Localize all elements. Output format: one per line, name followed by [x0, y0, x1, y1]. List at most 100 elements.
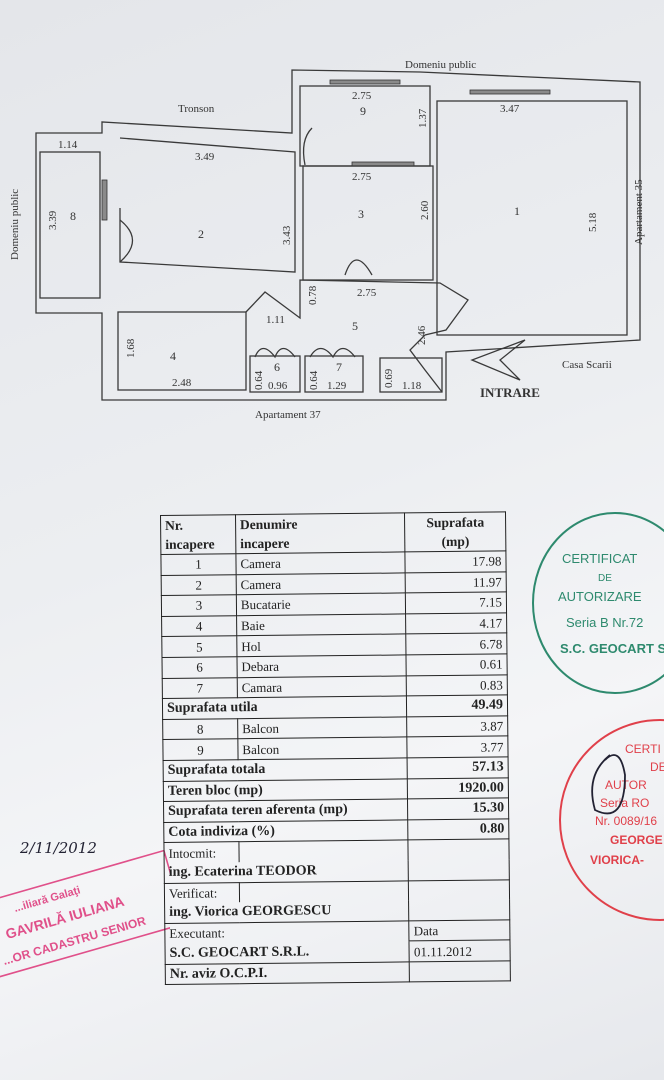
empty-cell: [408, 899, 510, 921]
dimension: 5.18: [587, 212, 599, 232]
room-number-cell: 7: [162, 677, 238, 699]
stamp-text: CERTIFICAT: [562, 551, 637, 566]
col-name-header-2: incapere: [240, 535, 290, 552]
door-arc: [254, 347, 296, 359]
stamp-text: S.C. GEOCART S: [560, 641, 664, 656]
room-3: [302, 165, 434, 281]
outer-wall: [35, 69, 641, 401]
room-area-cell: 6.78: [406, 633, 507, 655]
dimension: 3.49: [195, 151, 215, 163]
dimension: 2.60: [419, 200, 431, 220]
teren-aferenta-label: Suprafata teren aferenta (mp): [163, 799, 409, 823]
dimension: 1.37: [417, 108, 429, 128]
dimension: 3.47: [500, 103, 520, 115]
dimension: 1.29: [327, 380, 347, 392]
dimension: 0.78: [307, 285, 319, 305]
suprafata-utila-value: 49.49: [406, 695, 508, 717]
room-4: [117, 311, 247, 391]
dimension: 0.64: [253, 370, 265, 390]
dimension: 0.64: [308, 370, 320, 390]
red-authorization-stamp: CERTI DE AUTOR Seria RO Nr. 0089/16 GEOR…: [559, 719, 664, 921]
stamp-text: AUTORIZARE: [558, 589, 642, 604]
room-number: 3: [358, 207, 364, 221]
label-domeniu-public-top: Domeniu public: [405, 59, 476, 71]
data-value: 01.11.2012: [409, 940, 511, 962]
stamp-text: DE: [598, 573, 612, 584]
label-tronson: Tronson: [178, 103, 215, 115]
data-label: Data: [409, 919, 510, 942]
verificat-label: Verificat:: [164, 882, 240, 904]
room-number: 6: [274, 360, 280, 374]
room-area-cell: 0.83: [406, 674, 508, 697]
stamp-text: Nr. 0089/16: [595, 814, 657, 828]
room-number-cell: 1: [160, 553, 237, 576]
col-area-header-2: (mp): [441, 533, 470, 550]
room-number: 4: [170, 349, 176, 363]
dimension: 3.39: [47, 210, 59, 230]
room-number-cell: 3: [161, 594, 237, 617]
room-name-cell: Bucatarie: [236, 593, 406, 616]
room-number-cell: 9: [162, 739, 238, 761]
door-arc: [344, 259, 373, 276]
suprafata-totala-value: 57.13: [407, 756, 509, 779]
intocmit-name: ing. Ecaterina TEODOR: [164, 860, 409, 883]
room-number: 7: [336, 360, 342, 374]
room-number: 8: [70, 209, 76, 223]
room-closet: [379, 357, 443, 393]
room-number-cell: 5: [161, 636, 237, 658]
table-header: Nr. incapere Denumire incapere Suprafata (m…: [160, 511, 506, 555]
room-number: 9: [360, 104, 366, 118]
dimension: 2.75: [352, 90, 372, 102]
cota-indiviza-value: 0.80: [408, 818, 509, 841]
room-number: 2: [198, 227, 204, 241]
stamp-text: ...OR CADASTRU SENIOR: [1, 914, 147, 968]
col-name-header: Denumire: [239, 516, 298, 533]
stamp-text: AUTOR: [605, 778, 647, 792]
stamp-text: ...iliară Galaţi: [13, 884, 82, 914]
window: [469, 89, 551, 95]
room-number-cell: 4: [161, 615, 237, 637]
window: [329, 79, 401, 85]
dimension: 1.18: [402, 380, 422, 392]
dimension: 1.14: [58, 139, 78, 151]
door-arc: [309, 347, 356, 359]
room-area-cell: 3.77: [407, 736, 509, 758]
room-name-cell: Hol: [236, 634, 407, 657]
entry-arrow-icon: [470, 339, 526, 381]
aviz-ocpi-label: Nr. aviz O.C.P.I.: [165, 961, 410, 985]
door-arc: [119, 219, 134, 263]
col-area-header: Suprafata: [426, 514, 485, 531]
teren-bloc-value: 1920.00: [407, 777, 509, 800]
room-2: [119, 137, 296, 273]
dimension: 2.48: [172, 377, 192, 389]
col-nr-header-2: incapere: [165, 536, 215, 552]
room-name-cell: Camera: [235, 551, 406, 575]
empty-cell: [239, 880, 409, 903]
room-name-cell: Debara: [236, 654, 407, 678]
window: [101, 179, 108, 221]
stamp-text: Seria B Nr.72: [566, 615, 643, 630]
dimension: 3.43: [281, 225, 293, 245]
dimension: 2.46: [416, 325, 428, 345]
teren-bloc-label: Teren bloc (mp): [163, 778, 408, 802]
label-domeniu-public-left: Domeniu public: [9, 189, 21, 260]
room-area-cell: 11.97: [405, 571, 507, 594]
suprafata-utila-label: Suprafata utila: [162, 696, 407, 720]
executant-name: S.C. GEOCART S.R.L.: [164, 941, 410, 965]
empty-cell: [408, 839, 510, 861]
empty-cell: [408, 859, 510, 881]
label-apartament-37: Apartament 37: [255, 409, 321, 421]
empty-cell: [238, 840, 409, 863]
table-row: Nr. aviz O.C.P.I.: [165, 960, 511, 985]
stamp-text: GEORGE: [610, 833, 663, 847]
room-name-cell: Camara: [237, 675, 407, 698]
handwritten-date: 2/11/2012: [19, 839, 97, 857]
label-apartament-35: Apartament 35: [633, 179, 645, 245]
dimension: 2.75: [352, 171, 372, 183]
room-name-cell: Balcon: [237, 716, 408, 740]
floor-plan: Domeniu public Tronson Domeniu public Ap…: [9, 59, 645, 421]
col-nr-header: Nr.: [165, 517, 184, 533]
room-area-cell: 0.61: [406, 653, 508, 676]
room-area-cell: 3.87: [406, 715, 508, 738]
stamp-text: CERTI: [625, 742, 661, 756]
